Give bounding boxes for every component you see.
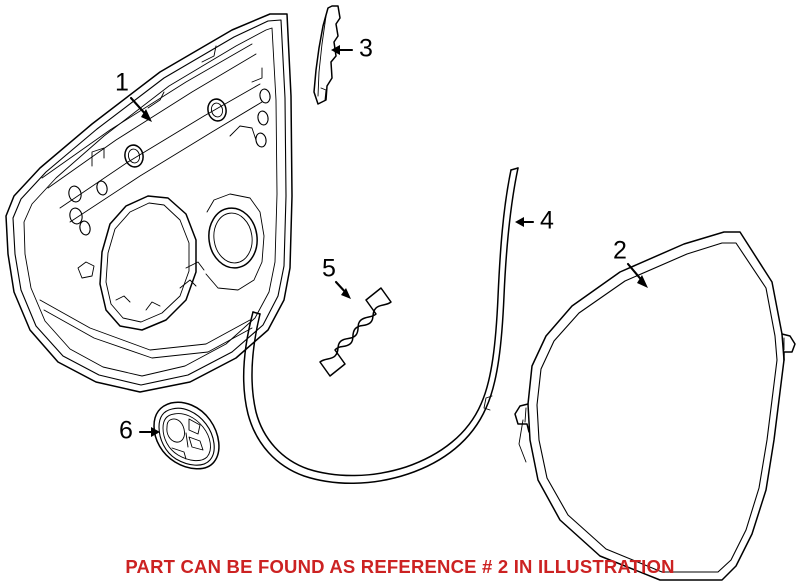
callout-label-4: 4	[540, 207, 554, 235]
part-access-hole-plug[interactable]	[153, 401, 220, 470]
callout-leader-3: 3	[331, 35, 373, 63]
callout-leader-1: 1	[115, 69, 152, 122]
callout-label-5: 5	[322, 255, 336, 283]
callout-leader-2: 2	[613, 237, 648, 288]
part-door-frame-trim[interactable]	[313, 5, 341, 105]
part-door-belt-weatherstrip[interactable]	[242, 167, 519, 485]
callout-label-3: 3	[359, 35, 373, 63]
part-door-inner-panel[interactable]	[5, 13, 293, 393]
callout-leader-5: 5	[322, 255, 351, 299]
callout-label-2: 2	[613, 237, 627, 265]
reference-note: PART CAN BE FOUND AS REFERENCE # 2 IN IL…	[125, 556, 675, 577]
part-door-opening-seal[interactable]	[514, 231, 796, 581]
callout-label-1: 1	[115, 69, 129, 97]
part-wavy-retainer-clip[interactable]	[319, 287, 392, 377]
callout-leader-4: 4	[515, 207, 554, 235]
callout-leader-6: 6	[119, 417, 160, 445]
callout-label-6: 6	[119, 417, 133, 445]
